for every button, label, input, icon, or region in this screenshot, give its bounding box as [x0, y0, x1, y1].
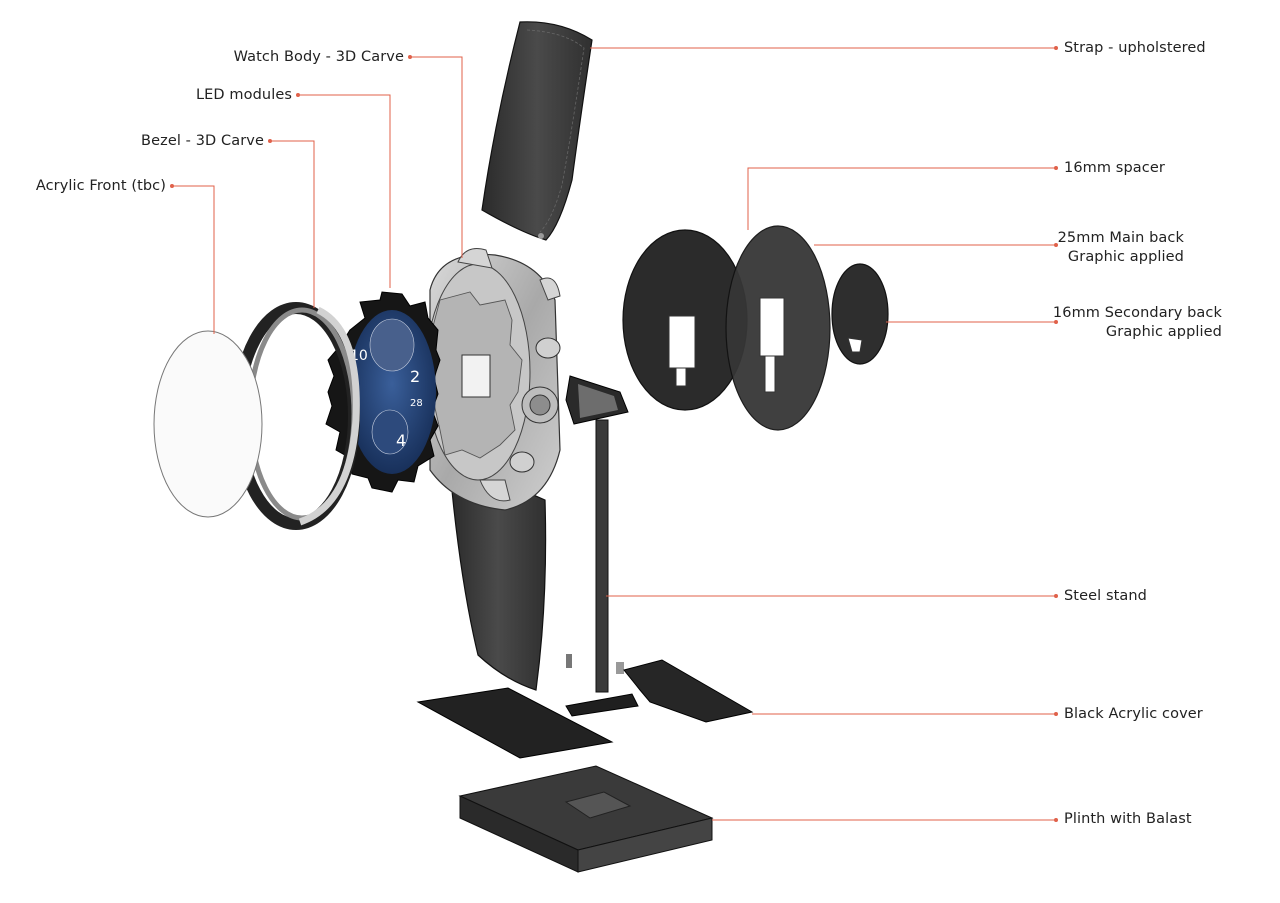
dial-numeral-2: 2	[410, 367, 420, 386]
leader-acrylic-front	[172, 185, 215, 334]
leader-spacer	[747, 167, 1056, 230]
secondary-back-disc	[831, 263, 889, 365]
label-secondary-back-line2: Graphic applied	[1105, 324, 1222, 340]
leader-led-modules	[298, 94, 391, 288]
label-steel-stand: Steel stand	[1064, 588, 1147, 604]
black-acrylic-cover	[416, 659, 754, 759]
watch-body	[425, 248, 561, 511]
label-acrylic-cover: Black Acrylic cover	[1064, 706, 1203, 722]
label-plinth: Plinth with Balast	[1064, 811, 1192, 827]
label-secondary-back: 16mm Secondary back Graphic applied	[1053, 304, 1222, 342]
label-watch-body: Watch Body - 3D Carve	[233, 49, 404, 65]
label-strap: Strap - upholstered	[1064, 40, 1206, 56]
label-acrylic-front: Acrylic Front (tbc)	[35, 178, 166, 194]
spacer-disc	[622, 229, 748, 411]
label-bezel: Bezel - 3D Carve	[141, 133, 264, 149]
dial-date: 28	[410, 398, 423, 409]
leader-dots	[170, 46, 1058, 822]
acrylic-front	[153, 330, 263, 518]
leader-watch-body	[410, 56, 463, 258]
label-main-back: 25mm Main back Graphic applied	[1058, 229, 1184, 267]
leader-lines	[172, 47, 1056, 821]
label-led-modules: LED modules	[195, 87, 292, 103]
main-back-disc	[725, 225, 831, 431]
label-spacer: 16mm spacer	[1064, 160, 1165, 176]
label-main-back-line2: Graphic applied	[1067, 249, 1184, 265]
steel-stand	[565, 375, 639, 717]
dial-numeral-4: 4	[396, 431, 406, 450]
plinth	[458, 765, 714, 873]
label-secondary-back-line1: 16mm Secondary back	[1052, 305, 1222, 321]
dial-face	[348, 310, 436, 474]
label-main-back-line1: 25mm Main back	[1057, 230, 1184, 246]
strap-upper	[481, 21, 593, 241]
leader-bezel	[270, 140, 315, 308]
